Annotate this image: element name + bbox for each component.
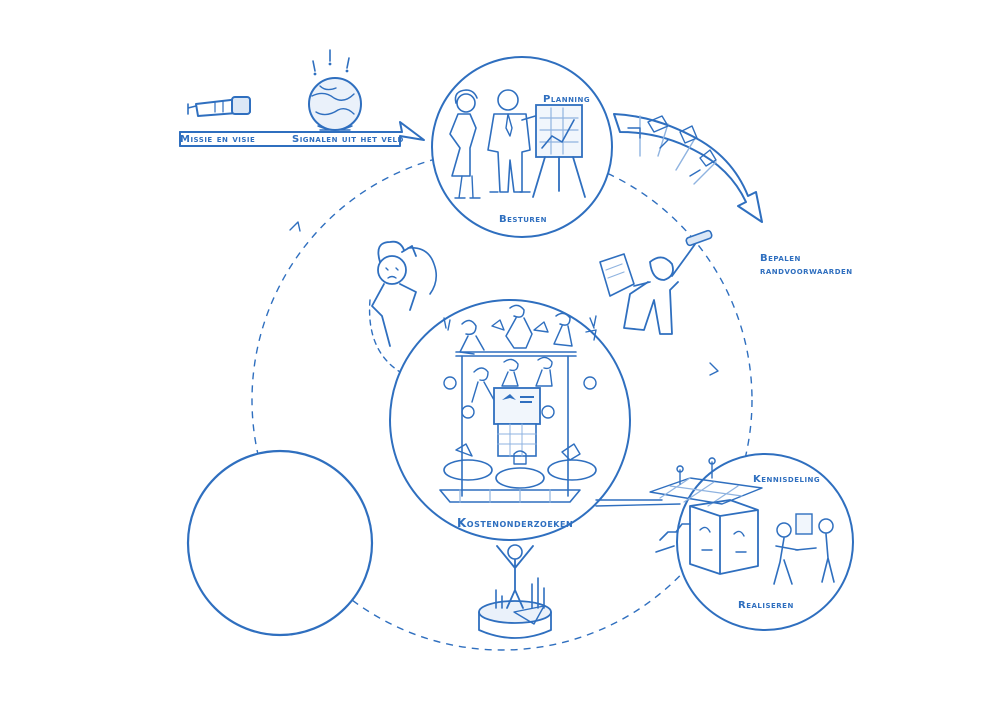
stressed-person-sketch: [368, 240, 438, 383]
cycle-dashed-ring: [251, 149, 753, 651]
managers-sketch: [449, 89, 586, 199]
puzzle-arrow: [613, 113, 763, 223]
label-besturen: Besturen: [499, 214, 547, 225]
label-kostenonderzoeken: Kostenonderzoeken: [457, 516, 574, 530]
empty-circle: [186, 449, 374, 637]
label-kennisdeling: Kennisdeling: [753, 474, 821, 485]
label-realiseren: Realiseren: [738, 600, 794, 611]
telescope-icon: [187, 96, 251, 117]
pedestal-person-sketch: [478, 544, 552, 639]
person-with-paper-sketch: [599, 229, 713, 335]
label-missie-en-visie: Missie en visie: [180, 134, 256, 145]
label-randvoorwaarden: randvoorwaarden: [760, 266, 853, 277]
flow-arrow-top-left: [179, 121, 425, 147]
label-bepalen: Bepalen: [760, 253, 801, 264]
knowledge-sharing-sketch: [649, 457, 835, 585]
besturen-circle: [431, 56, 613, 238]
globe-icon: [308, 49, 362, 131]
label-planning: Planning: [543, 94, 591, 105]
connector-line: [595, 499, 681, 507]
cost-research-sketch: [439, 304, 597, 503]
label-signalen-uit-het-veld: Signalen uit het veld: [292, 134, 404, 145]
